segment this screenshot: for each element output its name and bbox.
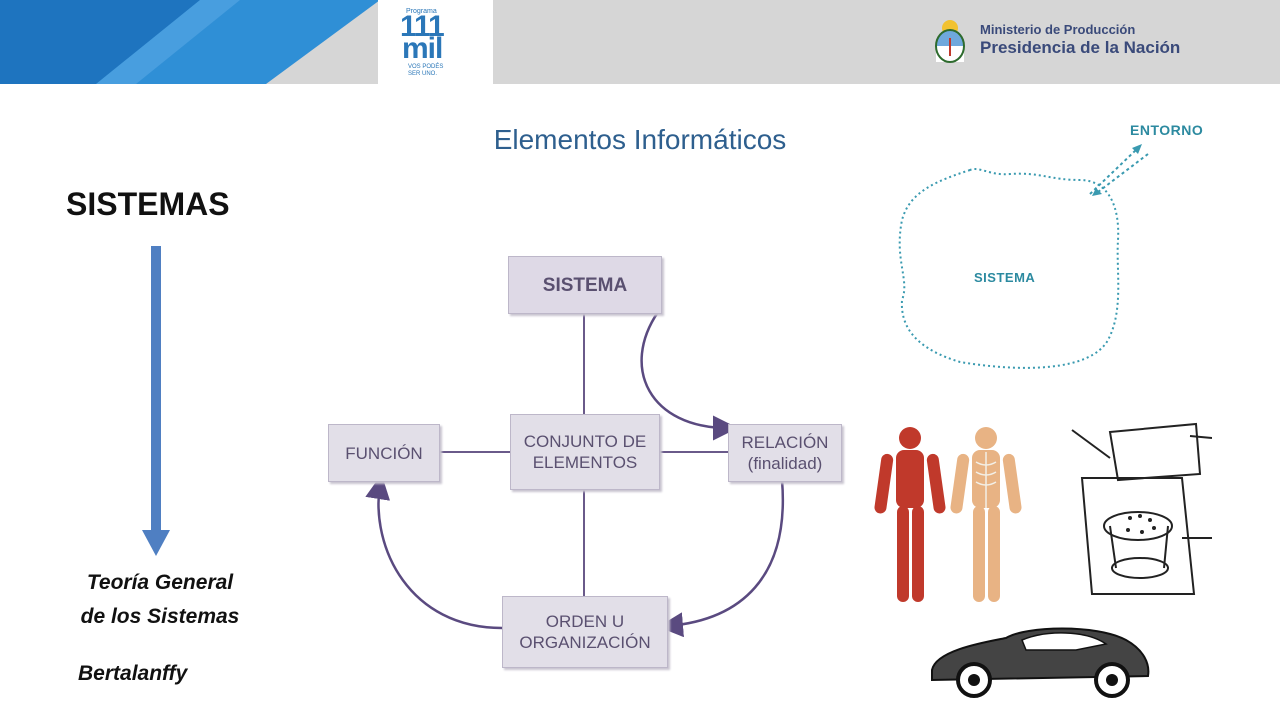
system-diagram: SISTEMA FUNCIÓN CONJUNTO DE ELEMENTOS RE… xyxy=(320,248,860,678)
logo-number-text: 111 xyxy=(400,10,445,43)
teoria-line-2: de los Sistemas xyxy=(80,605,240,628)
entorno-label: ENTORNO xyxy=(1130,122,1204,138)
logo-tagline-1: VOS PODÉS xyxy=(408,64,444,70)
funcion-box: FUNCIÓN xyxy=(328,424,440,482)
teoria-caption: Teoría General de los Sistemas xyxy=(40,566,280,634)
orden-box: ORDEN U ORGANIZACIÓN xyxy=(502,596,668,668)
slide-title: Elementos Informáticos xyxy=(493,124,787,155)
entorno-sistema-figure xyxy=(898,144,1149,369)
orden-line-2: ORGANIZACIÓN xyxy=(519,633,651,652)
logo-programa-text: Programa xyxy=(406,8,437,15)
header-blue-band xyxy=(0,0,380,84)
ministry-logo: Ministerio de Producción Presidencia de … xyxy=(928,16,1268,66)
logo-tagline-2: SER UNO. xyxy=(408,71,438,77)
entorno-sistema-label: SISTEMA xyxy=(974,270,1036,285)
sistema-box: SISTEMA xyxy=(508,256,662,314)
human-body-icon xyxy=(874,427,1022,602)
sistemas-heading: SISTEMAS xyxy=(66,186,230,222)
ministry-line-2: Presidencia de la Nación xyxy=(980,38,1181,57)
down-arrow-icon xyxy=(142,246,170,556)
ministry-line-1: Ministerio de Producción xyxy=(980,22,1136,37)
author-name: Bertalanffy xyxy=(78,662,188,685)
argentina-emblem-icon xyxy=(935,20,965,63)
conjunto-line-1: CONJUNTO DE xyxy=(523,432,647,451)
relacion-line-2: (finalidad) xyxy=(747,454,823,473)
conjunto-line-2: ELEMENTOS xyxy=(532,453,638,472)
logo-mil-text: mil xyxy=(402,32,443,65)
orden-line-1: ORDEN U xyxy=(545,612,625,631)
teoria-line-1: Teoría General xyxy=(86,571,234,594)
car-icon xyxy=(931,627,1150,698)
relacion-box: RELACIÓN (finalidad) xyxy=(728,424,842,482)
conjunto-box: CONJUNTO DE ELEMENTOS xyxy=(510,414,660,490)
relacion-line-1: RELACIÓN xyxy=(741,433,829,452)
header-bar: Programa 111 mil VOS PODÉS SER UNO. Mini… xyxy=(0,0,1280,84)
programa-111-mil-logo: Programa 111 mil VOS PODÉS SER UNO. xyxy=(378,0,493,84)
washing-machine-icon xyxy=(1070,418,1212,604)
